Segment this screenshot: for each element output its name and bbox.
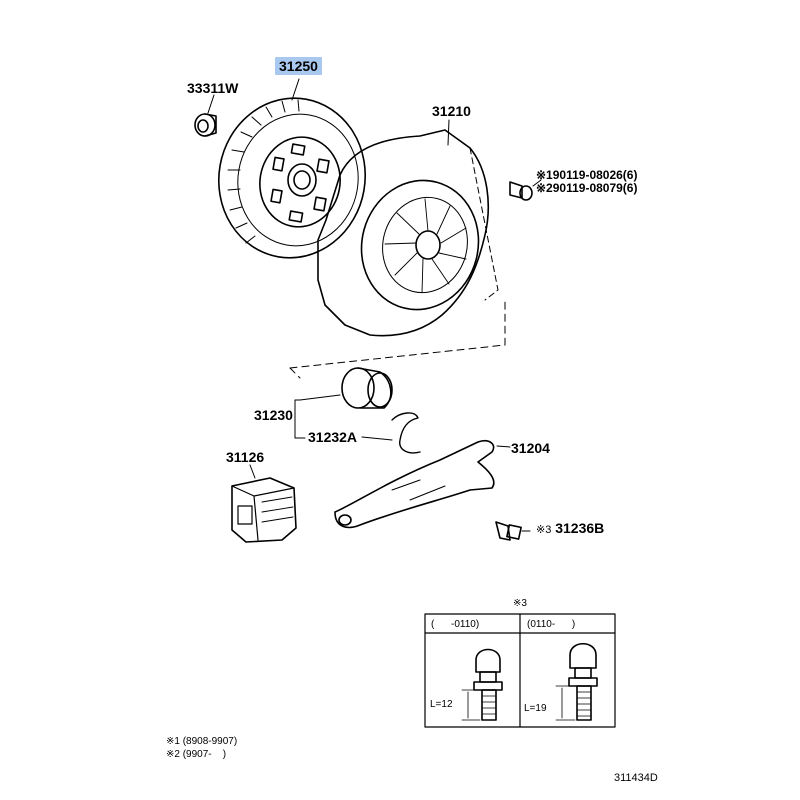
clutch-disc-drawing [217,78,367,259]
part-label-31126[interactable]: 31126 [226,449,265,465]
stud-variant-2-drawing [555,642,598,721]
footnote-2: ※2 (9907- ) [166,749,227,760]
part-number-highlight: 31250 [275,57,322,75]
pilot-bearing-drawing [194,94,217,137]
part-label-31250[interactable]: 31250 [275,57,322,75]
part-31236b-number: 31236B [555,520,605,536]
pivot-stud-drawing [495,521,531,541]
release-bearing-drawing [299,367,393,409]
diagram-id: 311434D [614,772,658,784]
variant-table [424,613,616,728]
length-dim-1: L=12 [430,699,453,710]
part-label-33311w[interactable]: 33311W [187,80,239,96]
part-label-bolt-2[interactable]: ※290119-08079(6) [536,181,637,195]
footnote-1: ※1 (8908-9907) [166,736,238,747]
part-label-31210[interactable]: 31210 [432,103,471,119]
release-fork-drawing [334,440,511,529]
mark-3: ※3 [536,524,552,536]
part-label-31232a[interactable]: 31232A [308,429,358,445]
part-label-31230[interactable]: 31230 [254,407,293,423]
hub-clip-drawing [361,412,421,454]
part-label-bolt-1[interactable]: ※190119-08026(6) [536,168,637,182]
mark-2: ※2 [536,181,553,195]
clutch-cover-drawing [317,119,499,337]
length-dim-2: L=19 [524,703,547,714]
mark-1: ※1 [536,168,553,182]
part-label-31204[interactable]: 31204 [511,440,550,456]
table-title: ※3 [513,598,527,609]
stud-variant-1-drawing [461,648,503,721]
bolt-1-number: 90119-08026(6) [552,168,638,182]
table-col1-header: ( -0110) [431,619,480,630]
cover-bolt-drawing [509,179,542,201]
table-col2-header: (0110- ) [527,619,576,630]
fork-boot-drawing [231,464,297,543]
part-label-31236b[interactable]: ※3 31236B [536,520,604,538]
bolt-2-number: 90119-08079(6) [552,181,638,195]
